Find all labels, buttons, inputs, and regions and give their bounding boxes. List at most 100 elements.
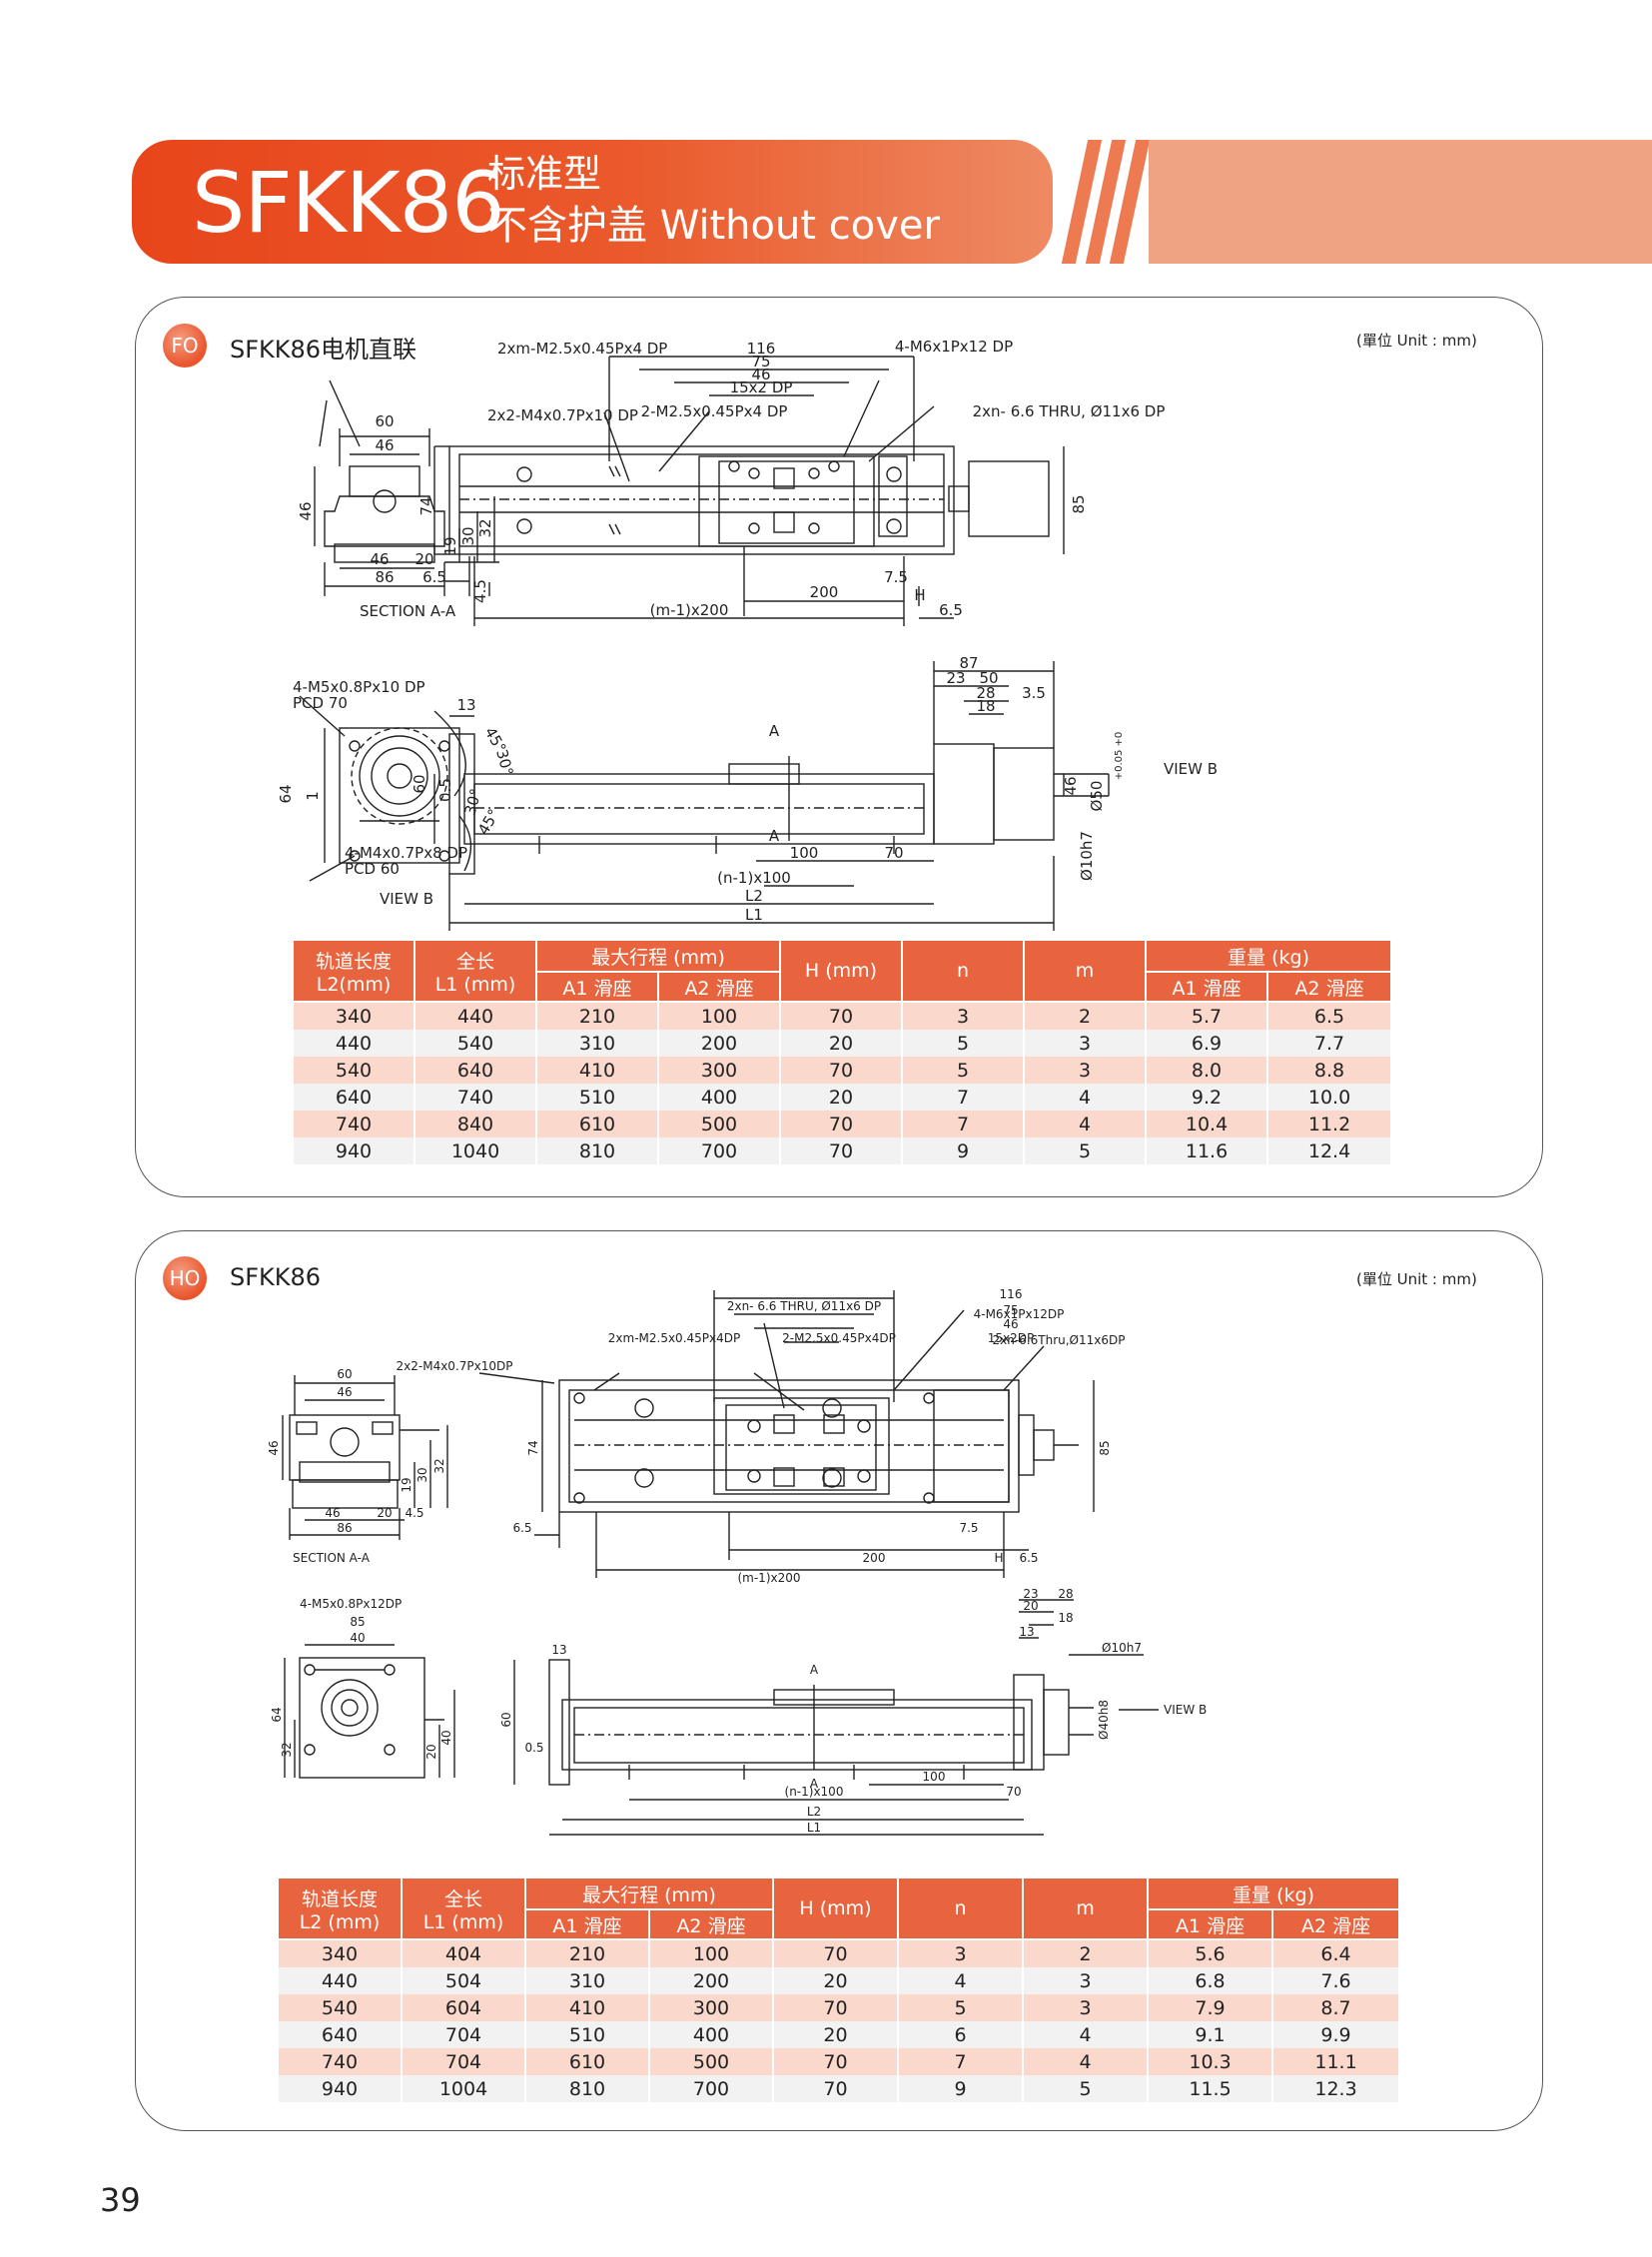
- header-weight-a2: A2 滑座: [1271, 1908, 1401, 1940]
- drawing-fo-text: 116 75 46 15x2 DP 74 85 6.5 7.5 H 200 (m…: [277, 340, 1088, 908]
- header-a2: A2 滑座: [656, 971, 782, 1003]
- section-badge: FO: [163, 324, 207, 368]
- dim-label: 64: [277, 784, 295, 803]
- header-h: H (mm): [772, 1877, 900, 1940]
- unit-label: (單位 Unit : mm): [1356, 1270, 1477, 1288]
- dim-label: 86: [375, 568, 394, 586]
- dim-label: 60: [411, 774, 428, 793]
- dim-label: 75: [1003, 1303, 1018, 1317]
- dim-label: (n-1)x100: [717, 869, 791, 887]
- dim-label: 6.5: [422, 568, 446, 586]
- dim-label: 100: [790, 844, 819, 862]
- dim-label: 46: [297, 501, 315, 520]
- dim-label: 32: [476, 518, 494, 537]
- view-caption: SECTION A-A: [293, 1551, 371, 1565]
- dim-label: 74: [417, 496, 435, 515]
- header-max-stroke: 最大行程 (mm): [523, 1877, 775, 1910]
- dim-label: Ø50: [1088, 781, 1106, 812]
- callout-label: 4-M5x0.8Px12DP: [300, 1597, 402, 1611]
- drawing-fo: 60 46 46 19 30 32 46 20 86 4.5 SECTION A…: [297, 338, 1166, 931]
- callout-label: 4-M6x1Px12 DP: [895, 338, 1013, 356]
- dim-label: 23: [1023, 1587, 1038, 1601]
- callout-label: 2x2-M4x0.7Px10 DP: [487, 406, 638, 424]
- dim-label: 60: [499, 1712, 513, 1727]
- dim-label: 70: [1006, 1785, 1021, 1799]
- dim-label: 4.5: [405, 1506, 423, 1520]
- dim-label: 30: [415, 1467, 429, 1482]
- dim-label: 46: [1003, 1317, 1018, 1331]
- dim-label: 46: [1062, 776, 1080, 795]
- header-max-stroke: 最大行程 (mm): [534, 939, 782, 973]
- dim-label: 0.5: [524, 1741, 543, 1755]
- dim-label: 46: [267, 1440, 281, 1455]
- dim-label: 85: [1070, 494, 1088, 513]
- header-total-length: 全长 L1 (mm): [413, 939, 537, 1003]
- dim-label: 40: [439, 1730, 453, 1745]
- dim-label: 200: [863, 1551, 886, 1565]
- model-title: SFKK86: [192, 154, 505, 252]
- unit-label: (單位 Unit : mm): [1356, 332, 1477, 350]
- callout-label: 4-M6x1Px12DP: [974, 1307, 1065, 1321]
- dim-label: 46: [751, 366, 770, 383]
- dim-label: 6.5: [939, 601, 963, 619]
- section-title: SFKK86电机直联: [230, 336, 417, 364]
- callout-label: 2xn- 6.6 THRU, Ø11x6 DP: [727, 1299, 881, 1313]
- dim-label: 15x2 DP: [730, 378, 793, 396]
- header-total-length: 全长 L1 (mm): [401, 1877, 526, 1940]
- dim-label: 32: [280, 1742, 294, 1757]
- dim-label: 85: [350, 1615, 365, 1629]
- view-caption: SECTION A-A: [360, 602, 456, 620]
- header-m: m: [1022, 1877, 1150, 1940]
- dim-label: 46: [325, 1506, 340, 1520]
- dim-label: 0.5: [436, 778, 454, 802]
- dim-label: L1: [807, 1821, 821, 1835]
- callout-label: 4-M5x0.8Px10 DP: [293, 678, 425, 696]
- dim-label: 3.5: [1022, 684, 1046, 702]
- header-n: n: [901, 939, 1026, 1003]
- drawing-ho: 2xn- 6.6 THRU, Ø11x6 DP 2x2-M4x0.7Px10DP…: [267, 1287, 1207, 1836]
- section-title: SFKK86: [230, 1263, 322, 1291]
- dim-label: 1: [304, 791, 322, 801]
- dim-label: 200: [810, 583, 839, 601]
- header-a1: A1 滑座: [535, 971, 659, 1003]
- dim-label: 64: [270, 1707, 284, 1722]
- section-mark: A: [769, 827, 780, 845]
- spec-table-ho: 轨道长度 L2 (mm) 全长 L1 (mm) 最大行程 (mm) H (mm)…: [277, 1877, 1401, 2102]
- dim-label: Ø10h7: [1102, 1641, 1142, 1655]
- type-label: 标准型: [487, 152, 602, 196]
- dim-label: H: [994, 1551, 1003, 1565]
- dim-label: Ø40h8: [1097, 1700, 1111, 1740]
- dim-label: 74: [526, 1440, 540, 1455]
- callout-label: PCD 60: [345, 860, 400, 878]
- callout-label: 2-M2.5x0.45Px4 DP: [641, 402, 788, 420]
- dim-label: 4.5: [471, 579, 489, 603]
- callout-label: 2xn- 6.6 THRU, Ø11x6 DP: [973, 402, 1166, 420]
- dim-label: 85: [1098, 1440, 1112, 1455]
- cover-label: 不含护盖 Without cover: [487, 203, 940, 249]
- header-a2: A2 滑座: [647, 1908, 775, 1940]
- dim-label: (m-1)x200: [737, 1571, 800, 1585]
- callout-label: 4-M4x0.7Px8 DP: [345, 844, 467, 862]
- dim-label: 86: [337, 1521, 352, 1535]
- dim-label: 13: [551, 1643, 566, 1657]
- dim-label: 32: [432, 1458, 446, 1473]
- dim-label: 20: [1023, 1599, 1038, 1613]
- header-m: m: [1023, 939, 1148, 1003]
- dim-label: 40: [350, 1631, 365, 1645]
- dim-label: (n-1)x100: [785, 1785, 844, 1799]
- spec-table-fo: 轨道长度 L2(mm) 全长 L1 (mm) 最大行程 (mm) H (mm) …: [292, 939, 1393, 1164]
- drawing-fo-sideview-text: A A 87 23 50 28 18: [769, 654, 999, 845]
- dim-label: 28: [1058, 1587, 1073, 1601]
- header-weight: 重量 (kg): [1147, 1877, 1401, 1910]
- tolerance-label: +0.05 +0: [1114, 732, 1125, 781]
- dim-label: 7.5: [959, 1521, 978, 1535]
- header-a1: A1 滑座: [524, 1908, 650, 1940]
- dim-label: 20: [424, 1744, 438, 1759]
